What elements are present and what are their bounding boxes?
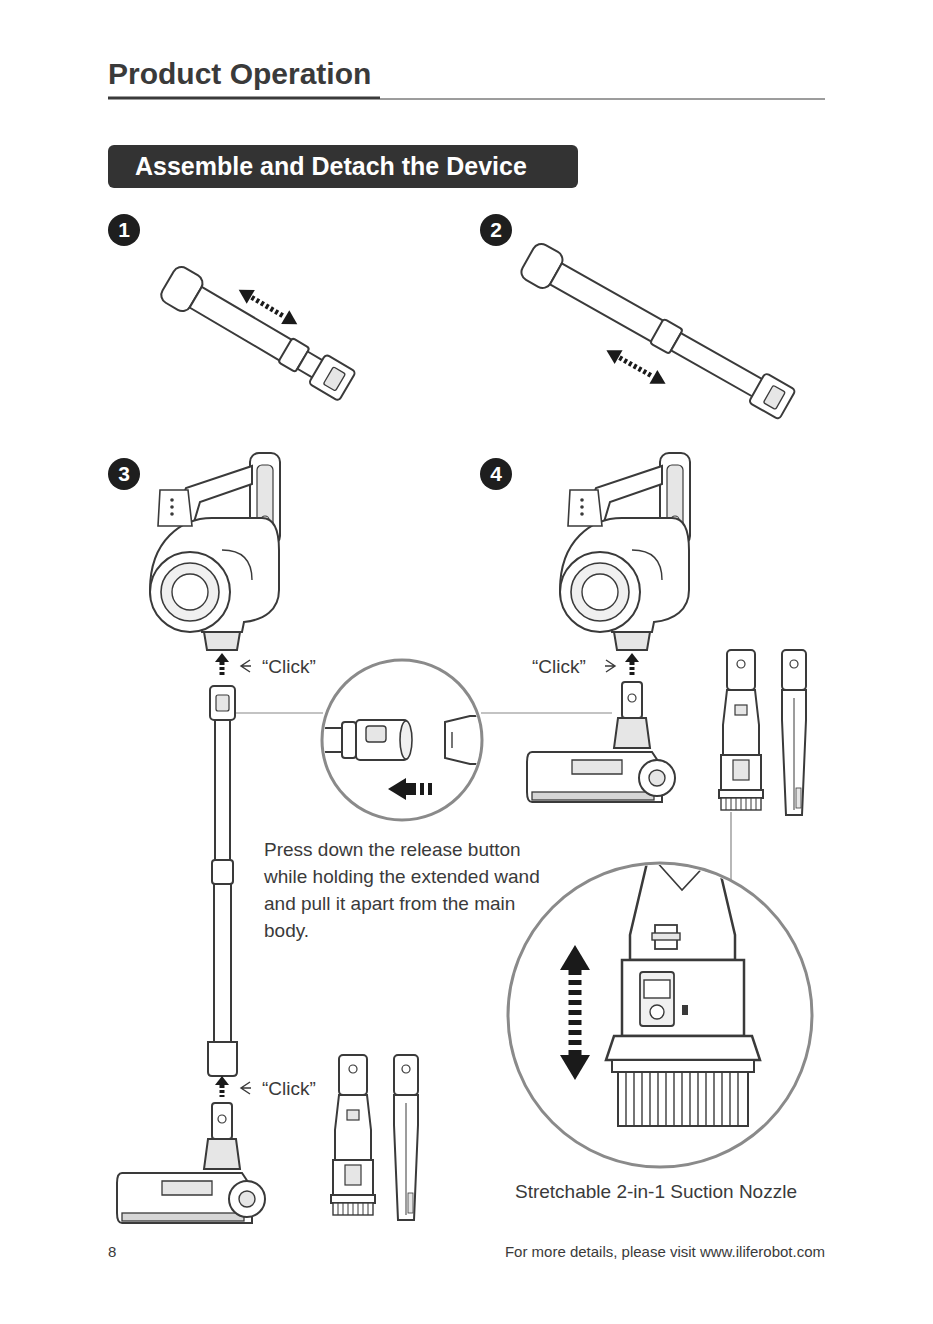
- release-detail: [310, 716, 490, 800]
- nozzle-detail: [606, 850, 760, 1126]
- step-number-text: 3: [108, 458, 140, 490]
- title-rule: [108, 97, 380, 100]
- main-body: [150, 453, 280, 650]
- attach-arrow: [605, 653, 639, 676]
- header-rule: [380, 99, 825, 100]
- leader-line: [730, 812, 731, 882]
- step-circle-shape: [108, 214, 140, 246]
- leader-line: [236, 712, 323, 713]
- section-band: Assemble and Detach the Device: [108, 145, 578, 188]
- step-number-text: 4: [480, 458, 512, 490]
- crevice-tool: [394, 1055, 418, 1220]
- suction-nozzle: [719, 650, 763, 810]
- floor-brush: [527, 682, 675, 802]
- section-heading: Assemble and Detach the Device: [135, 145, 568, 188]
- step-number-text: 1: [108, 214, 140, 246]
- click-label: “Click”: [262, 1078, 316, 1100]
- step-circle-shape: [108, 458, 140, 490]
- step-circle-shape: [480, 214, 512, 246]
- footer-note: For more details, please visit www.ilife…: [430, 1243, 825, 1260]
- extend-arrow: [602, 343, 669, 390]
- stretch-arrow: [560, 945, 590, 1080]
- extended-wand: [208, 686, 237, 1076]
- attach-arrow: [215, 1076, 251, 1097]
- step-number: 3: [108, 458, 140, 490]
- instruction-note: Press down the release button while hold…: [264, 836, 554, 944]
- step-number: 2: [480, 214, 512, 246]
- wand-long: [518, 241, 797, 423]
- page-number: 8: [108, 1243, 116, 1260]
- page-title: Product Operation: [108, 57, 371, 91]
- crevice-tool: [782, 650, 806, 815]
- leader-line: [481, 712, 612, 713]
- step-number: 1: [108, 214, 140, 246]
- main-body: [560, 453, 690, 650]
- part-name: Stretchable 2-in-1 Suction Nozzle: [515, 1181, 797, 1203]
- click-label: “Click”: [532, 656, 586, 678]
- floor-brush: [117, 1103, 265, 1223]
- attach-arrow: [215, 653, 251, 676]
- suction-nozzle: [331, 1055, 375, 1215]
- extend-arrow: [235, 283, 302, 331]
- step-number: 4: [480, 458, 512, 490]
- step-number-text: 2: [480, 214, 512, 246]
- click-label: “Click”: [262, 656, 316, 678]
- step-circle-shape: [480, 458, 512, 490]
- wand-short: [158, 264, 358, 404]
